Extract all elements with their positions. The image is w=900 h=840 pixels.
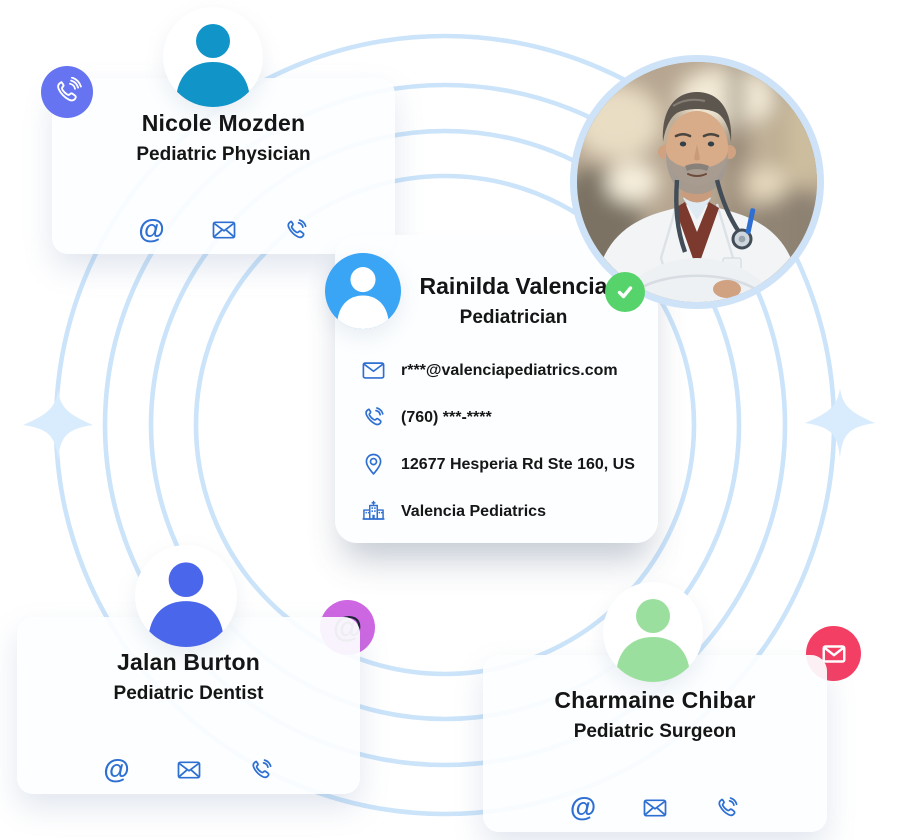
phone-icon[interactable] [283, 217, 309, 243]
contact-row-address: 12677 Hesperia Rd Ste 160, US [361, 441, 644, 488]
provider-name: Charmaine Chibar [554, 687, 756, 713]
person-icon [616, 599, 690, 682]
phone-icon [365, 407, 384, 426]
contact-list: r***@valenciapediatrics.com (760) ***-**… [361, 347, 644, 535]
phone-icon[interactable] [248, 757, 274, 783]
at-icon[interactable]: @ [138, 214, 165, 244]
check-badge [605, 272, 645, 312]
envelope-icon [362, 362, 385, 379]
person-icon [176, 24, 250, 107]
check-icon [617, 286, 633, 299]
orbit-circle [102, 82, 788, 768]
envelope-icon[interactable] [211, 217, 237, 243]
phone-icon[interactable] [714, 795, 740, 821]
avatar [325, 253, 401, 329]
provider-title: Pediatric Physician [136, 144, 311, 165]
provider-name: Rainilda Valencia [419, 273, 608, 299]
at-icon[interactable]: @ [569, 792, 597, 822]
contact-row-practice: Valencia Pediatrics [361, 488, 644, 535]
avatar [603, 582, 703, 682]
practice-value: Valencia Pediatrics [401, 502, 546, 520]
contact-actions: @ [483, 794, 827, 821]
doctor-portrait-illustration [577, 62, 817, 302]
phone-value: (760) ***-**** [401, 408, 492, 426]
contact-actions: @ [17, 756, 360, 783]
provider-title: Pediatrician [459, 307, 568, 328]
phone-icon [57, 77, 82, 102]
person-icon [148, 562, 224, 647]
profile-card-charmaine: Charmaine Chibar Pediatric Surgeon @ [483, 655, 827, 832]
envelope-icon[interactable] [176, 757, 202, 783]
envelope-icon [822, 644, 845, 663]
contact-row-email: r***@valenciapediatrics.com [361, 347, 644, 394]
contact-actions: @ [52, 216, 395, 243]
address-value: 12677 Hesperia Rd Ste 160, US [401, 455, 635, 473]
person-icon [337, 267, 389, 329]
card-header: Rainilda Valencia Pediatrician [395, 273, 632, 329]
provider-title: Pediatric Dentist [113, 683, 264, 704]
provider-name: Jalan Burton [117, 649, 260, 675]
hospital-icon [362, 500, 385, 520]
provider-name: Nicole Mozden [141, 110, 306, 136]
contact-row-phone: (760) ***-**** [361, 394, 644, 441]
sparkle-icon [805, 388, 875, 458]
email-value: r***@valenciapediatrics.com [401, 361, 618, 379]
location-pin-icon [365, 453, 382, 475]
orbit-circle [193, 173, 697, 677]
at-icon[interactable]: @ [103, 754, 130, 784]
avatar [163, 7, 263, 107]
profile-card-nicole: Nicole Mozden Pediatric Physician @ [52, 78, 395, 254]
sparkle-icon [23, 390, 93, 460]
provider-title: Pediatric Surgeon [573, 721, 737, 742]
orbit-circle [148, 128, 742, 722]
avatar [135, 545, 237, 647]
doctor-photo [570, 55, 824, 309]
envelope-icon[interactable] [642, 795, 668, 821]
phone-badge [41, 66, 93, 118]
